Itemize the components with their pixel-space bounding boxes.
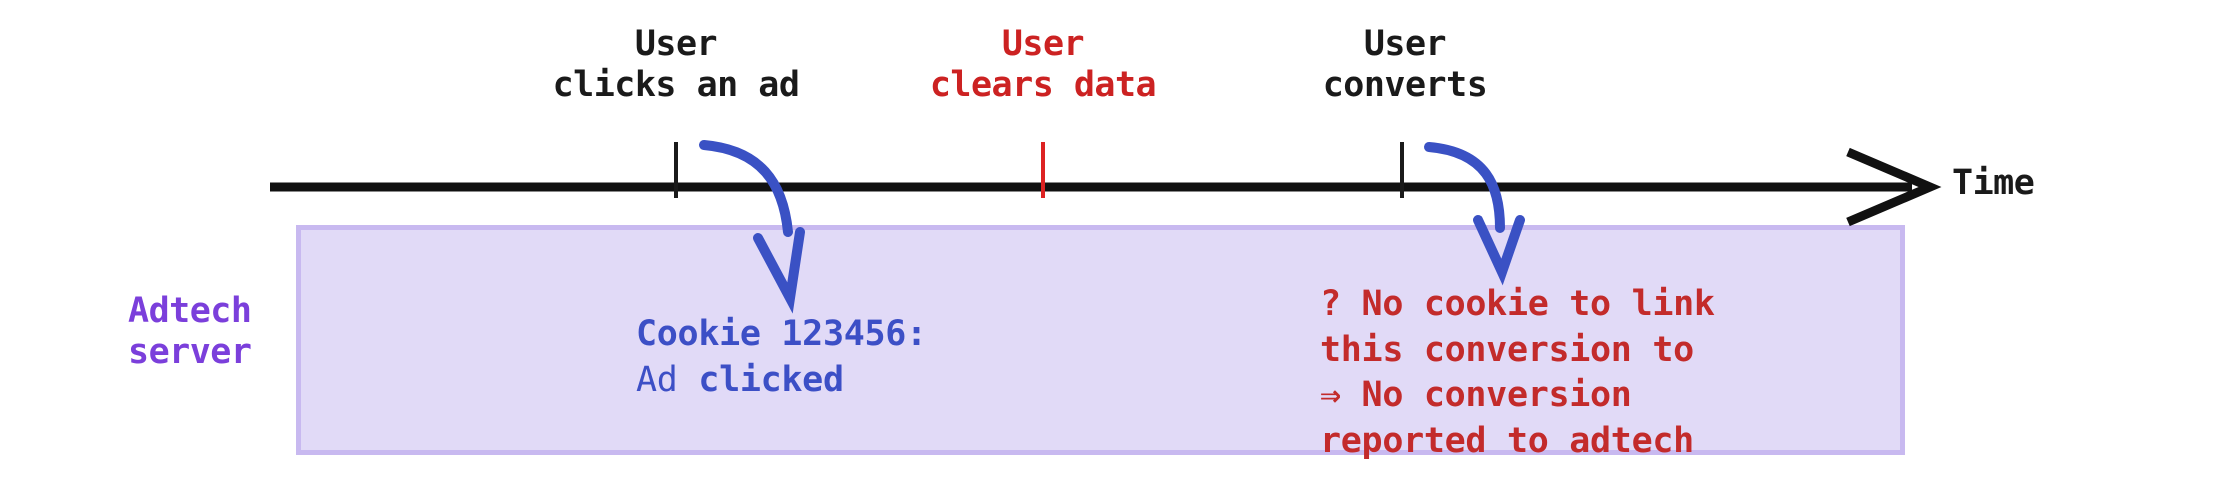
event-label-ad-click: User clicks an ad — [476, 24, 876, 105]
note-no-conversion-line3: ⇒ No conversion — [1320, 375, 1632, 415]
note-cookie-logged-line2-prefix: Ad — [636, 359, 699, 400]
note-cookie-logged-line1: Cookie 123456: — [636, 314, 927, 354]
event-label-conversion-line2: converts — [1322, 64, 1488, 105]
event-label-conversion-line1: User — [1363, 24, 1447, 64]
note-no-conversion-line1: ? No cookie to link — [1320, 284, 1715, 324]
adtech-server-label-line2: server — [128, 332, 252, 373]
time-axis-arrowhead — [1846, 147, 1942, 227]
note-no-conversion-line4: reported to adtech — [1320, 420, 1694, 461]
note-no-conversion-line2: this conversion to — [1320, 329, 1694, 370]
event-label-conversion: User converts — [1222, 24, 1588, 105]
event-label-clear-data: User clears data — [853, 24, 1233, 105]
note-cookie-logged: Cookie 123456: Ad clicked — [636, 312, 927, 403]
arrow-click-to-log — [699, 140, 793, 237]
event-label-clear-data-line1: User — [1001, 24, 1085, 64]
adtech-server-lane-box — [296, 225, 1905, 455]
note-no-conversion: ? No cookie to link this conversion to ⇒… — [1320, 282, 1715, 464]
event-label-ad-click-line1: User — [634, 24, 718, 64]
adtech-server-label-line1: Adtech — [128, 291, 252, 331]
event-label-clear-data-line2: clears data — [929, 64, 1157, 105]
note-cookie-logged-line2-emphasis: clicked — [698, 359, 844, 400]
arrow-conversion-to-server — [1424, 142, 1505, 233]
event-label-ad-click-line2: clicks an ad — [552, 64, 800, 105]
adtech-server-label: Adtech server — [128, 291, 318, 374]
time-axis-caption: Time — [1952, 163, 2035, 203]
